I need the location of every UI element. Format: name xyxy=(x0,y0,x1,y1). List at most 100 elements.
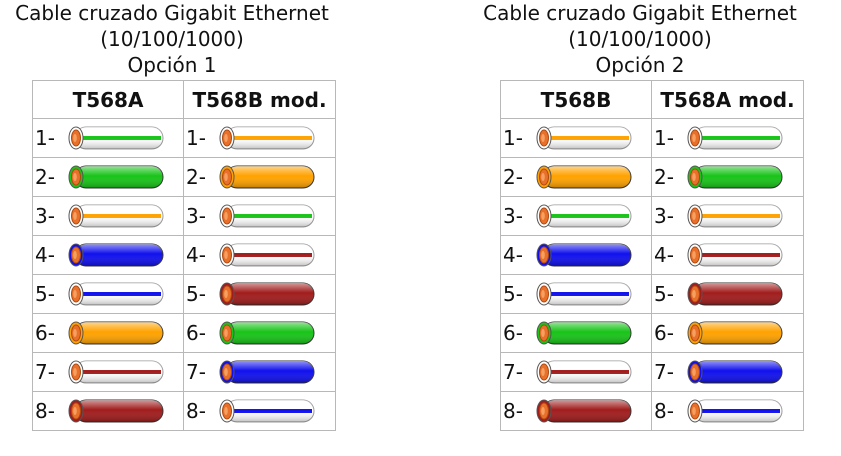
copper-strand xyxy=(541,251,545,259)
wire-icon xyxy=(687,360,783,384)
copper-strand xyxy=(73,134,77,142)
copper-strand xyxy=(541,212,545,220)
wire-cell: 7- xyxy=(183,352,336,392)
wire-icon xyxy=(68,399,164,423)
wire-shading xyxy=(75,400,163,422)
pin-number: 6- xyxy=(503,321,523,345)
copper-strand xyxy=(541,173,545,181)
wire-shading xyxy=(226,322,314,344)
wire-shading xyxy=(75,205,163,227)
wire-icon xyxy=(68,126,164,150)
wire-shading xyxy=(226,166,314,188)
pin-number: 3- xyxy=(186,204,206,228)
title-line: (10/100/1000) xyxy=(100,27,244,51)
wire-cell: 6- xyxy=(32,313,184,353)
copper-strand xyxy=(692,251,696,259)
copper-strand xyxy=(692,368,696,376)
pin-number: 4- xyxy=(35,243,55,267)
wire-icon xyxy=(219,165,315,189)
title-line: Cable cruzado Gigabit Ethernet xyxy=(15,1,329,25)
wire-cell: 3- xyxy=(183,196,336,236)
wire-icon xyxy=(68,204,164,228)
wire-icon xyxy=(68,282,164,306)
wire-shading xyxy=(75,127,163,149)
wire-shading xyxy=(543,361,631,383)
pin-number: 5- xyxy=(186,282,206,306)
copper-strand xyxy=(224,407,228,415)
wire-cell: 2- xyxy=(500,157,652,197)
pin-number: 8- xyxy=(503,399,523,423)
wire-icon xyxy=(68,165,164,189)
pin-number: 8- xyxy=(654,399,674,423)
column-header: T568A xyxy=(32,80,184,119)
pin-number: 5- xyxy=(503,282,523,306)
wire-shading xyxy=(543,322,631,344)
copper-strand xyxy=(541,290,545,298)
wire-cell: 3- xyxy=(500,196,652,236)
table-row: 7- 7- xyxy=(32,352,336,392)
wire-cell: 8- xyxy=(651,391,804,431)
pin-number: 4- xyxy=(503,243,523,267)
wire-shading xyxy=(543,127,631,149)
table-row: 4- 4- xyxy=(500,235,804,275)
copper-strand xyxy=(692,173,696,181)
wire-icon xyxy=(536,360,632,384)
pin-number: 7- xyxy=(654,360,674,384)
wire-icon xyxy=(687,126,783,150)
wire-icon xyxy=(68,321,164,345)
copper-strand xyxy=(692,290,696,298)
wire-shading xyxy=(694,400,782,422)
copper-strand xyxy=(224,212,228,220)
pin-number: 1- xyxy=(503,126,523,150)
table-row: 8- 8- xyxy=(500,391,804,431)
pin-number: 4- xyxy=(654,243,674,267)
option-1-panel: Cable cruzado Gigabit Ethernet (10/100/1… xyxy=(2,0,342,431)
wire-shading xyxy=(694,205,782,227)
table-row: 2- 2- xyxy=(500,157,804,197)
pin-number: 8- xyxy=(35,399,55,423)
wire-icon xyxy=(687,243,783,267)
wire-cell: 8- xyxy=(183,391,336,431)
pin-number: 1- xyxy=(654,126,674,150)
table-row: 5- 5- xyxy=(500,274,804,314)
wire-icon xyxy=(536,399,632,423)
copper-strand xyxy=(73,212,77,220)
option-2-panel: Cable cruzado Gigabit Ethernet (10/100/1… xyxy=(470,0,810,431)
title-line: Opción 2 xyxy=(595,53,685,77)
wire-icon xyxy=(536,282,632,306)
table-row: 8- 8- xyxy=(32,391,336,431)
wire-shading xyxy=(543,205,631,227)
wire-cell: 5- xyxy=(651,274,804,314)
copper-strand xyxy=(73,329,77,337)
pin-number: 1- xyxy=(35,126,55,150)
wire-shading xyxy=(543,400,631,422)
copper-strand xyxy=(224,329,228,337)
copper-strand xyxy=(224,134,228,142)
wire-icon xyxy=(68,360,164,384)
wire-cell: 4- xyxy=(32,235,184,275)
wire-cell: 2- xyxy=(32,157,184,197)
pin-number: 2- xyxy=(186,165,206,189)
copper-strand xyxy=(73,407,77,415)
wire-shading xyxy=(543,166,631,188)
wire-shading xyxy=(75,244,163,266)
wire-shading xyxy=(226,283,314,305)
wire-cell: 6- xyxy=(500,313,652,353)
wire-icon xyxy=(219,204,315,228)
copper-strand xyxy=(73,290,77,298)
wire-shading xyxy=(226,127,314,149)
wire-icon xyxy=(687,165,783,189)
wire-icon xyxy=(687,399,783,423)
wire-cell: 4- xyxy=(183,235,336,275)
pin-number: 6- xyxy=(35,321,55,345)
copper-strand xyxy=(692,134,696,142)
wire-shading xyxy=(694,166,782,188)
wire-cell: 5- xyxy=(500,274,652,314)
pin-number: 6- xyxy=(186,321,206,345)
pin-number: 2- xyxy=(654,165,674,189)
column-header: T568A mod. xyxy=(651,80,804,119)
wire-icon xyxy=(536,321,632,345)
table-row: 3- 3- xyxy=(32,196,336,236)
wire-icon xyxy=(219,321,315,345)
pin-number: 3- xyxy=(35,204,55,228)
